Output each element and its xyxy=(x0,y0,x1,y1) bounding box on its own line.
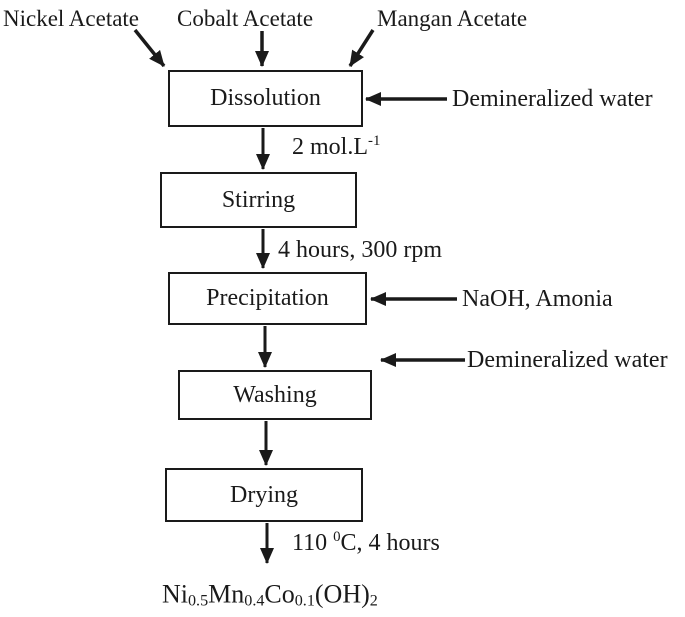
drying-degree-superscript: 0 xyxy=(333,528,341,545)
arrow-nickel-to-dissolution-icon xyxy=(133,28,166,68)
annotation-concentration: 2 mol.L-1 xyxy=(292,132,381,160)
side-input-demineralized-water-1: Demineralized water xyxy=(452,85,653,112)
process-label-dissolution: Dissolution xyxy=(210,85,321,111)
process-label-stirring: Stirring xyxy=(221,186,296,213)
process-box-drying: Drying xyxy=(165,468,363,522)
formula-co-subscript: 0.1 xyxy=(294,592,315,610)
side-input-naoh-amonia: NaOH, Amonia xyxy=(462,285,613,312)
formula-mn-subscript: 0.4 xyxy=(244,592,265,610)
process-label-precipitation: Precipitation xyxy=(206,285,329,311)
formula-ni: Ni xyxy=(162,579,188,609)
process-box-washing: Washing xyxy=(178,370,372,420)
concentration-superscript: -1 xyxy=(368,132,381,149)
process-box-stirring: Stirring xyxy=(160,172,357,228)
product-formula: Ni0.5Mn0.4Co0.1(OH)2 xyxy=(162,579,378,610)
process-label-drying: Drying xyxy=(230,481,298,508)
drying-temp-unit: C, 4 hours xyxy=(340,529,440,556)
annotation-stirring-conditions: 4 hours, 300 rpm xyxy=(278,236,442,263)
formula-oh-subscript: 2 xyxy=(369,592,378,610)
concentration-base: 2 mol.L xyxy=(292,133,368,160)
drying-temp-value: 110 xyxy=(292,529,334,556)
arrow-mangan-to-dissolution-icon xyxy=(348,29,375,67)
input-label-cobalt-acetate: Cobalt Acetate xyxy=(177,6,314,31)
formula-mn: Mn xyxy=(208,579,245,609)
formula-ni-subscript: 0.5 xyxy=(188,592,209,610)
annotation-drying-conditions: 110 0C, 4 hours xyxy=(292,528,440,556)
process-label-washing: Washing xyxy=(233,381,317,408)
formula-co: Co xyxy=(264,579,295,609)
formula-oh: (OH) xyxy=(314,579,370,609)
process-box-precipitation: Precipitation xyxy=(168,272,367,325)
input-label-mangan-acetate: Mangan Acetate xyxy=(377,6,528,31)
side-input-demineralized-water-2: Demineralized water xyxy=(467,346,668,373)
input-label-nickel-acetate: Nickel Acetate xyxy=(3,6,140,31)
process-box-dissolution: Dissolution xyxy=(168,70,363,127)
